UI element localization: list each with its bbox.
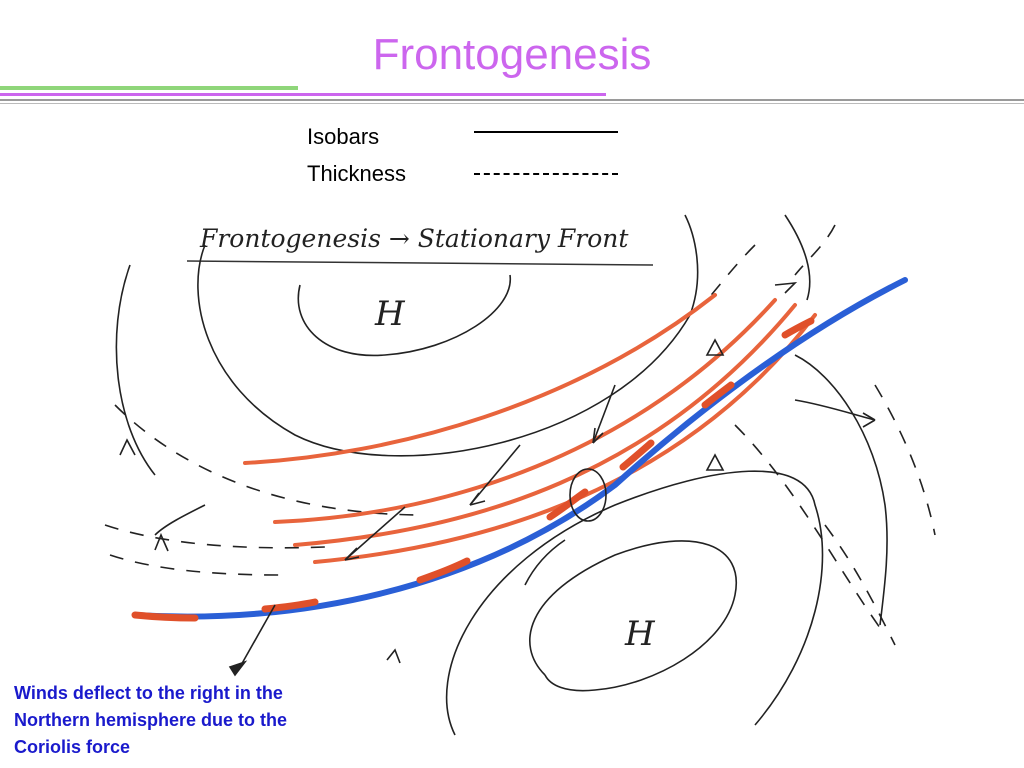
wind-arrows: [119, 281, 876, 677]
wind-arrow: [386, 648, 401, 664]
isobar: [115, 264, 156, 476]
thickness-line: [734, 424, 886, 636]
wind-arrow: [794, 399, 876, 421]
front-red-segment: [131, 611, 199, 622]
orange-line: [313, 313, 817, 564]
front-red-segment: [416, 557, 471, 584]
legend-isobars-label: Isobars: [307, 124, 380, 149]
slide-title: Frontogenesis: [372, 30, 652, 79]
isobar: [445, 470, 824, 736]
thickness-line: [794, 224, 836, 276]
north-high-label: H: [374, 294, 406, 334]
front-red-segment: [261, 598, 319, 613]
isobar: [297, 274, 511, 357]
wind-arrow: [862, 412, 876, 428]
legend-isobars-solid-line: [474, 131, 618, 133]
wind-arrow: [592, 384, 616, 444]
isobar: [529, 540, 738, 692]
sketch-heading-underline: [186, 260, 654, 266]
wind-arrow: [469, 492, 486, 506]
legend-thickness-dashed-line: [474, 173, 618, 175]
wind-arrow: [228, 660, 248, 677]
wind-arrow: [344, 547, 360, 561]
thickness-line: [109, 554, 281, 576]
wind-arrow: [344, 506, 406, 561]
thickness-line: [114, 404, 426, 516]
wind-arrow: [774, 281, 798, 294]
orange-line: [273, 298, 777, 524]
front-circle-marker: [569, 468, 607, 522]
front-red-segment: [781, 317, 815, 339]
wind-arrow: [154, 504, 206, 536]
thickness-dashed-lines: [104, 224, 936, 646]
front-red-segment: [619, 439, 655, 471]
south-high-isobars: [445, 354, 888, 736]
caption-line: Winds deflect to the right in the: [14, 683, 283, 703]
wind-arrow: [524, 539, 566, 586]
frontogenesis-sketch: Frontogenesis → Stationary Front H H: [104, 214, 936, 736]
legend-thickness-label: Thickness: [307, 161, 407, 186]
stationary-front-blue: [132, 277, 908, 620]
front-red-segment: [701, 381, 735, 409]
wind-arrow: [119, 438, 136, 456]
orange-line: [243, 293, 717, 465]
orange-line: [293, 303, 797, 547]
orange-thickness-lines: [243, 293, 817, 564]
caption-line: Northern hemisphere due to the: [14, 710, 288, 730]
thickness-line: [874, 384, 936, 536]
coriolis-caption: Winds deflect to the right in the Northe…: [14, 680, 374, 761]
south-high-label: H: [624, 614, 656, 654]
stationary-front-red-segments: [131, 317, 815, 622]
north-high-isobars: [115, 214, 811, 476]
wind-arrow: [154, 532, 169, 552]
thickness-line: [706, 244, 756, 301]
gray-rule: [0, 99, 1024, 101]
purple-rule: [0, 93, 606, 96]
isobar: [784, 214, 811, 301]
caption-line: Coriolis force: [14, 737, 131, 757]
thickness-line: [104, 524, 326, 549]
sketch-heading: Frontogenesis → Stationary Front: [199, 224, 629, 253]
wind-arrow: [705, 453, 725, 471]
isobar: [197, 214, 699, 457]
wind-arrow: [239, 604, 276, 668]
isobar: [794, 354, 888, 626]
green-rule: [0, 86, 298, 90]
wind-arrow: [705, 338, 725, 356]
gray-rule-thin: [0, 103, 1024, 104]
front-red-segment: [546, 488, 589, 521]
wind-arrow: [592, 427, 604, 444]
